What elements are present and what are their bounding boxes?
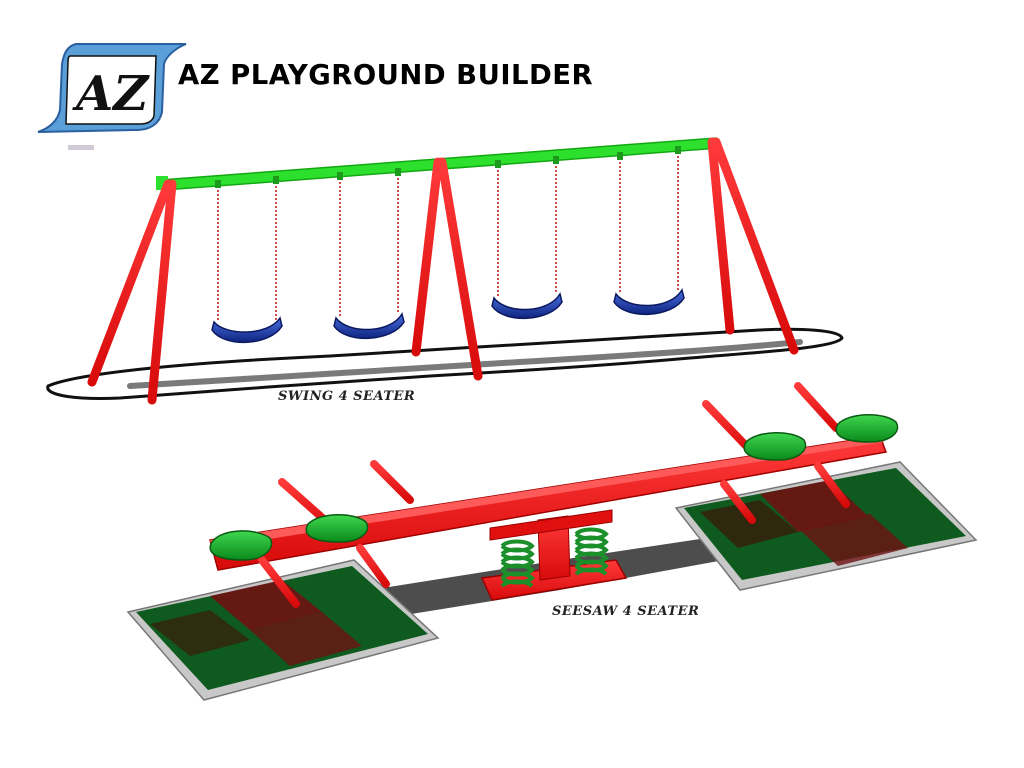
swing-chains xyxy=(217,152,679,322)
swing-seats xyxy=(211,288,685,343)
seesaw-seat xyxy=(209,530,273,561)
seesaw-seats xyxy=(209,414,899,561)
brand-title: AZ PLAYGROUND BUILDER xyxy=(178,58,594,91)
seesaw-beam xyxy=(209,435,888,571)
swing-seat xyxy=(613,288,685,315)
swing-seat xyxy=(333,312,405,339)
seesaw-springs xyxy=(500,527,609,588)
swing-legs xyxy=(87,137,799,405)
swing-set xyxy=(46,137,844,405)
swing-seat xyxy=(491,292,563,319)
swing-caption: SWING 4 SEATER xyxy=(278,389,416,404)
safety-mat-right xyxy=(674,461,978,591)
brand-logo: AZ xyxy=(36,42,192,134)
seesaw-seat xyxy=(743,432,807,461)
seesaw-caption: SEESAW 4 SEATER xyxy=(552,604,700,619)
seesaw xyxy=(126,382,978,701)
seesaw-seat xyxy=(305,514,369,543)
seesaw-seat xyxy=(835,414,899,443)
swing-shadow xyxy=(46,327,844,400)
logo-monogram: AZ xyxy=(72,66,150,122)
divider-mark xyxy=(68,145,94,150)
swing-seat xyxy=(211,316,283,343)
